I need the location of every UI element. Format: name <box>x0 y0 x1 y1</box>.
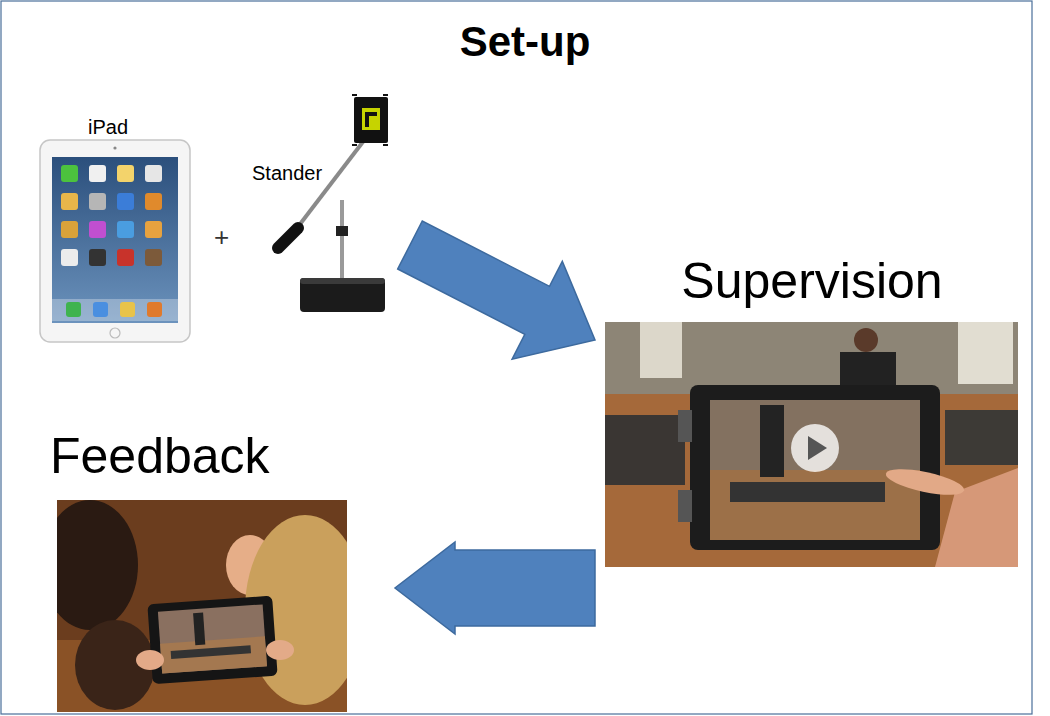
stand-picture <box>278 95 388 312</box>
block-arrow <box>395 542 595 634</box>
node-label: Supervision <box>595 252 1029 310</box>
node-label: iPad <box>88 116 128 139</box>
panel-node: Supervision <box>595 250 1029 620</box>
frame <box>1 1 1032 714</box>
title: Set-up <box>0 18 1050 66</box>
block-arrow <box>398 221 595 359</box>
node-label: Stander <box>252 162 322 185</box>
supervision-photo <box>605 322 1018 567</box>
node-label: Feedback <box>50 427 270 485</box>
panel-node: iPad <box>38 112 198 344</box>
panel-node: Feedback <box>50 425 395 715</box>
ipad-picture <box>40 140 190 342</box>
feedback-photo <box>57 500 347 712</box>
plus-sign: + <box>214 222 229 253</box>
panel-node: Stander <box>248 90 410 322</box>
